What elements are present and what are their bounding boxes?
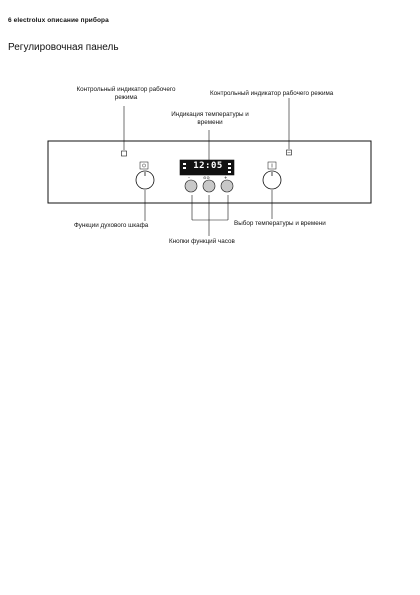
label-display: Индикация температуры и времени xyxy=(171,111,249,126)
minus-symbol-icon: – xyxy=(188,175,190,180)
label-oven-functions: Функции духового шкафа xyxy=(74,222,149,229)
oven-function-knob[interactable] xyxy=(135,161,155,190)
label-temp-time-select: Выбор температуры и времени xyxy=(234,220,326,227)
oven-function-symbol-icon xyxy=(139,161,149,170)
page-title: Регулировочная панель xyxy=(8,42,119,53)
label-indicator-right: Контрольный индикатор рабочего режима xyxy=(210,90,334,97)
label-indicator-left: Контрольный индикатор рабочего режима xyxy=(76,86,176,101)
indicator-light-left xyxy=(121,150,127,157)
label-clock-buttons: Кнопки функций часов xyxy=(169,238,235,245)
plus-symbol-icon: + xyxy=(224,175,227,180)
clock-button-1[interactable] xyxy=(184,179,198,193)
indicator-light-right xyxy=(286,149,292,156)
temp-time-knob[interactable] xyxy=(262,161,282,190)
clock-button-2[interactable] xyxy=(202,179,216,193)
page-header: 6 electrolux описание прибора xyxy=(8,17,109,24)
clock-symbol-icon: ⊙⊙ xyxy=(203,175,210,180)
clock-button-3[interactable] xyxy=(220,179,234,193)
thermometer-icon xyxy=(267,161,277,170)
control-panel-frame xyxy=(47,140,372,204)
display-time-readout: 12:05 xyxy=(193,161,223,171)
temperature-time-display xyxy=(179,159,235,176)
